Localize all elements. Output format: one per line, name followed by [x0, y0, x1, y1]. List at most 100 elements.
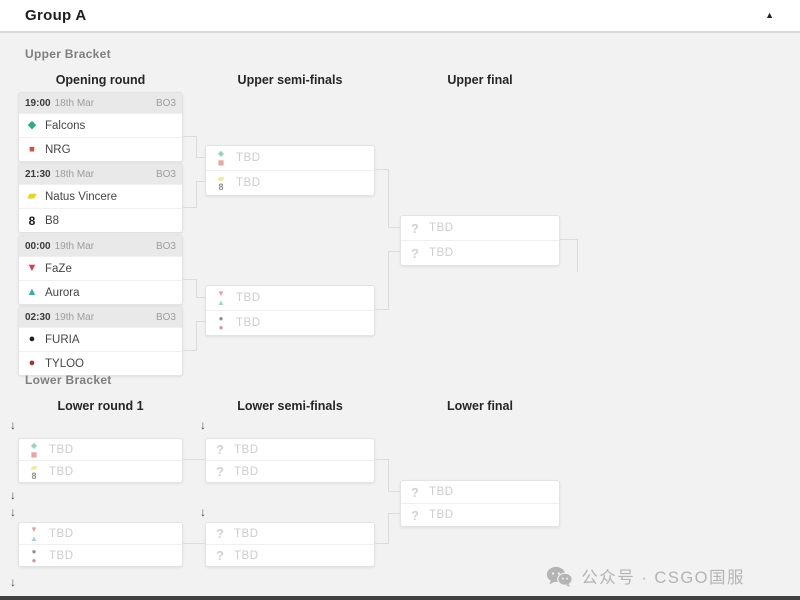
team-row[interactable]: 8 B8 [19, 208, 182, 232]
bottom-bar [0, 596, 800, 600]
bracket-connector [196, 297, 205, 298]
bracket-connector [388, 513, 389, 544]
tbd-slot: ? TBD [401, 216, 559, 240]
team-row[interactable]: ▰ Natus Vincere [19, 184, 182, 208]
tbd-label: TBD [236, 152, 261, 164]
match-time: 19:00 [25, 97, 51, 109]
match-card-lower-final[interactable]: ? TBD ? TBD [400, 480, 560, 527]
aurora-logo-icon: ▲ [26, 286, 38, 298]
falcons-logo-icon: ◆ [217, 149, 225, 158]
page-title: Group A [25, 7, 87, 24]
faze-logo-icon: ▼ [217, 289, 225, 298]
nrg-logo-icon: ◼ [30, 449, 38, 459]
watermark-text: 公众号 · CSGO国服 [581, 569, 745, 587]
match-card-upper-semi-2[interactable]: ▼ ▲ TBD ● ● TBD [205, 285, 375, 336]
tbd-slot: ? TBD [401, 481, 559, 503]
team-name: FURIA [45, 333, 80, 346]
b8-logo-icon: 8 [31, 470, 37, 481]
tbd-slot: ? TBD [401, 503, 559, 526]
unknown-team-icon: ? [216, 442, 224, 457]
bracket-connector [388, 513, 400, 514]
tbd-label: TBD [429, 509, 454, 521]
tbd-label: TBD [429, 222, 454, 234]
drop-arrow-icon: ↓ [10, 575, 16, 589]
team-row[interactable]: ▲ Aurora [19, 280, 182, 304]
furia-logo-icon: ● [218, 314, 224, 323]
team-row[interactable]: ◼ NRG [19, 137, 182, 161]
candidate-logos: ▰ 8 [212, 174, 230, 192]
tbd-slot: ▰ 8 TBD [19, 460, 182, 482]
natus-vincere-logo-icon: ▰ [30, 462, 38, 472]
tbd-slot: ▼ ▲ TBD [19, 523, 182, 544]
bracket-connector [388, 169, 389, 228]
bracket-connector [375, 543, 389, 544]
match-card-opening-2[interactable]: 21:30 18th Mar BO3 ▰ Natus Vincere 8 B8 [18, 163, 183, 233]
match-card-opening-1[interactable]: 19:00 18th Mar BO3 ◆ Falcons ◼ NRG [18, 92, 183, 162]
tbd-label: TBD [49, 549, 74, 562]
team-row[interactable]: ◆ Falcons [19, 113, 182, 137]
column-header-lower-round-1: Lower round 1 [57, 399, 144, 413]
tbd-slot: ● ● TBD [206, 310, 374, 335]
match-card-lower-semi-2[interactable]: ? TBD ? TBD [205, 522, 375, 567]
match-card-lower-semi-1[interactable]: ? TBD ? TBD [205, 438, 375, 483]
group-header-bar[interactable]: Group A ▲ [0, 0, 800, 33]
drop-arrow-icon: ↓ [200, 418, 206, 432]
unknown-team-icon: ? [216, 548, 224, 563]
drop-arrow-icon: ↓ [200, 505, 206, 519]
unknown-team-icon: ? [216, 526, 224, 541]
bracket-connector [196, 181, 197, 208]
bracket-connector [560, 239, 578, 240]
match-card-upper-final[interactable]: ? TBD ? TBD [400, 215, 560, 266]
team-name: Natus Vincere [45, 190, 118, 203]
tbd-slot: ? TBD [401, 240, 559, 265]
tyloo-logo-icon: ● [31, 555, 37, 565]
tbd-label: TBD [236, 292, 261, 304]
team-name: B8 [45, 214, 60, 227]
tyloo-logo-icon: ● [28, 357, 36, 369]
team-row[interactable]: ● TYLOO [19, 351, 182, 375]
column-header-upper-final: Upper final [447, 73, 513, 87]
match-card-opening-4[interactable]: 02:30 19th Mar BO3 ● FURIA ● TYLOO [18, 306, 183, 376]
match-format: BO3 [155, 311, 176, 323]
bracket-connector [196, 321, 197, 351]
tbd-slot: ? TBD [206, 439, 374, 460]
bracket-connector [375, 309, 389, 310]
tbd-slot: ▼ ▲ TBD [206, 286, 374, 310]
b8-logo-icon: 8 [218, 182, 224, 192]
team-row[interactable]: ● FURIA [19, 327, 182, 351]
tbd-label: TBD [49, 443, 74, 456]
collapse-caret-icon[interactable]: ▲ [765, 10, 774, 20]
team-name: TYLOO [45, 357, 84, 370]
bracket-connector [196, 136, 197, 158]
bracket-connector [196, 321, 205, 322]
match-time: 21:30 [25, 168, 51, 180]
bracket-connector [388, 251, 400, 252]
wechat-icon [547, 566, 574, 587]
match-card-lower-round1-1[interactable]: ◆ ◼ TBD ▰ 8 TBD [18, 438, 183, 483]
candidate-logos: ● ● [212, 314, 230, 332]
unknown-team-icon: ? [411, 507, 419, 523]
match-header: 21:30 18th Mar BO3 [19, 164, 182, 184]
tbd-label: TBD [49, 527, 74, 540]
tbd-label: TBD [234, 443, 259, 456]
bracket-connector [183, 207, 197, 208]
match-card-lower-round1-2[interactable]: ▼ ▲ TBD ● ● TBD [18, 522, 183, 567]
bracket-connector [183, 543, 205, 544]
column-header-lower-final: Lower final [447, 399, 513, 413]
tbd-label: TBD [429, 247, 454, 259]
match-time: 02:30 [25, 311, 51, 323]
faze-logo-icon: ▼ [30, 524, 38, 534]
candidate-logos: ◆ ◼ [25, 441, 43, 459]
bracket-connector [183, 459, 205, 460]
furia-logo-icon: ● [31, 546, 37, 556]
tbd-slot: ● ● TBD [19, 544, 182, 566]
column-header-lower-semi-finals: Lower semi-finals [237, 399, 343, 413]
bracket-connector [375, 459, 389, 460]
team-row[interactable]: ▼ FaZe [19, 256, 182, 280]
unknown-team-icon: ? [411, 245, 419, 261]
match-card-opening-3[interactable]: 00:00 19th Mar BO3 ▼ FaZe ▲ Aurora [18, 235, 183, 305]
match-card-upper-semi-1[interactable]: ◆ ◼ TBD ▰ 8 TBD [205, 145, 375, 196]
tbd-label: TBD [49, 465, 74, 478]
tbd-label: TBD [236, 317, 261, 329]
bracket-connector [375, 169, 389, 170]
